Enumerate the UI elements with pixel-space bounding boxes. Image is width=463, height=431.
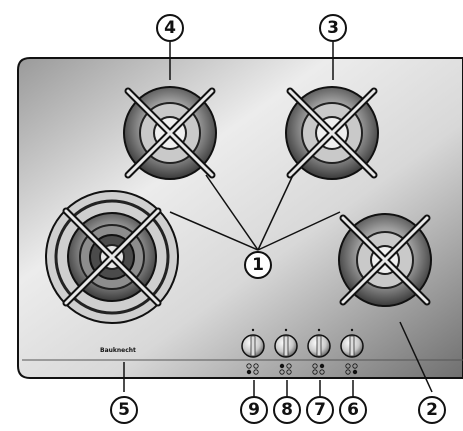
- callout-1: 1: [244, 251, 272, 279]
- callout-6-label: 6: [347, 400, 359, 420]
- callout-2: 2: [418, 396, 446, 424]
- burner-rear-right: [285, 86, 379, 180]
- callout-4: 4: [156, 14, 184, 42]
- callout-5: 5: [110, 396, 138, 424]
- callout-6: 6: [339, 396, 367, 424]
- knob-7[interactable]: [307, 328, 331, 375]
- callout-3: 3: [319, 14, 347, 42]
- leader-1-b: [257, 174, 294, 251]
- leader-1-d: [257, 211, 341, 251]
- leader-lines: [123, 42, 433, 398]
- leader-2: [399, 321, 433, 393]
- callout-3-label: 3: [327, 18, 339, 38]
- callout-7: 7: [306, 396, 334, 424]
- knob-9[interactable]: [241, 328, 265, 375]
- callout-8-label: 8: [281, 400, 293, 420]
- brand-logo: Bauknecht: [100, 347, 136, 354]
- callout-1-label: 1: [252, 255, 264, 275]
- callout-8: 8: [273, 396, 301, 424]
- control-knobs: [241, 328, 364, 375]
- callout-2-label: 2: [426, 400, 438, 420]
- callout-5-label: 5: [118, 400, 130, 420]
- callout-9: 9: [240, 396, 268, 424]
- callout-7-label: 7: [314, 400, 326, 420]
- knob-6[interactable]: [340, 328, 364, 375]
- leader-1-a: [205, 174, 259, 251]
- knob-8[interactable]: [274, 328, 298, 375]
- callout-4-label: 4: [164, 18, 176, 38]
- callout-9-label: 9: [248, 400, 260, 420]
- burner-front-right: [338, 213, 432, 307]
- brand-logo-text: Bauknecht: [100, 347, 136, 354]
- callouts: 4 3 1 5 9 8 7 6: [110, 14, 446, 424]
- burner-rear-left: [123, 86, 217, 180]
- burner-wok: [45, 190, 179, 324]
- leader-1-c: [169, 211, 259, 251]
